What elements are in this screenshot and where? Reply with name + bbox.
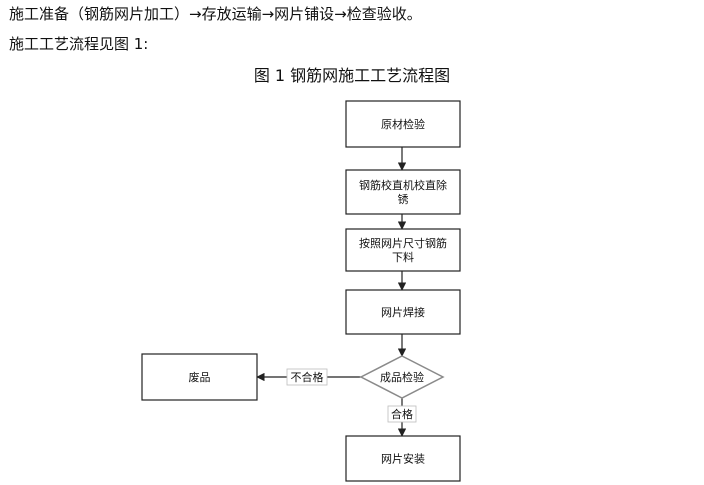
figure-caption: 图 1 钢筋网施工工艺流程图 bbox=[0, 66, 704, 86]
edge-inspection-to-installation-label-text: 合格 bbox=[391, 407, 413, 421]
edge-inspection-to-installation-label: 合格 bbox=[387, 405, 417, 423]
edge-inspection-to-scrap-label: 不合格 bbox=[286, 368, 328, 386]
node-mesh-installation-box bbox=[345, 435, 461, 482]
node-mesh-installation: 网片安装 bbox=[345, 435, 461, 482]
node-product-inspection-diamond bbox=[359, 355, 445, 399]
body-paragraph-process: 施工准备（钢筋网片加工）→存放运输→网片铺设→检查验收。 bbox=[9, 5, 422, 23]
node-mesh-welding-label-line: 网片焊接 bbox=[381, 305, 425, 319]
node-raw-material-inspection-label-line: 原材检验 bbox=[381, 117, 425, 131]
node-mesh-welding-box bbox=[345, 289, 461, 335]
edge-inspection-to-installation-label-bg bbox=[387, 405, 417, 423]
node-raw-material-inspection: 原材检验 bbox=[345, 100, 461, 148]
node-scrap-box bbox=[141, 353, 258, 401]
node-product-inspection: 成品检验 bbox=[359, 355, 445, 399]
node-product-inspection-label-line: 成品检验 bbox=[380, 370, 424, 384]
node-mesh-installation-label-line: 网片安装 bbox=[381, 452, 425, 466]
body-paragraph-flow-reference: 施工工艺流程见图 1: bbox=[9, 35, 149, 53]
figure-caption-text: 图 1 钢筋网施工工艺流程图 bbox=[253, 66, 451, 85]
node-straighten-derust-label-line: 锈 bbox=[398, 193, 409, 206]
node-cut-to-size-label-line: 按照网片尺寸钢筋 bbox=[359, 236, 447, 250]
node-straighten-derust-box bbox=[345, 169, 461, 215]
node-raw-material-inspection-box bbox=[345, 100, 461, 148]
node-cut-to-size-box bbox=[345, 228, 461, 272]
node-scrap: 废品 bbox=[141, 353, 258, 401]
node-cut-to-size-label-line: 下料 bbox=[392, 250, 414, 264]
edge-inspection-to-scrap-label-bg bbox=[286, 368, 328, 386]
node-scrap-label-line: 废品 bbox=[189, 370, 211, 384]
node-mesh-welding: 网片焊接 bbox=[345, 289, 461, 335]
edge-inspection-to-scrap-label-text: 不合格 bbox=[291, 370, 324, 384]
node-straighten-derust-label-line: 钢筋校直机校直除 bbox=[359, 178, 447, 192]
